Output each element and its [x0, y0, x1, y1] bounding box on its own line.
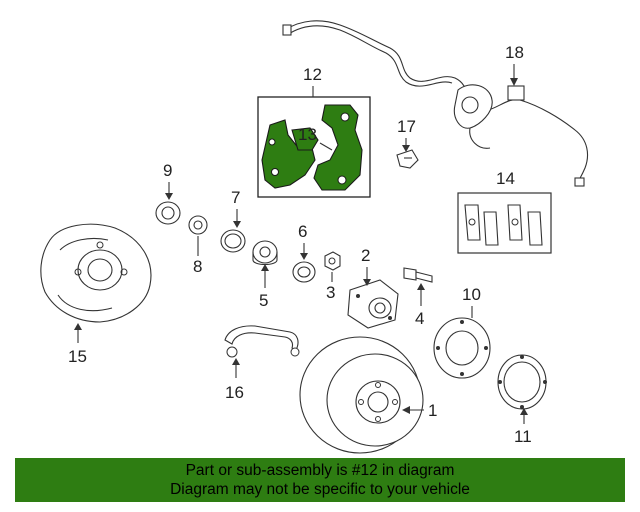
- info-banner: Part or sub-assembly is #12 in diagram D…: [15, 458, 625, 502]
- o-ring-7[interactable]: [220, 229, 246, 253]
- caliper-assembly-box[interactable]: [257, 96, 371, 198]
- callout-17: 17: [397, 117, 416, 152]
- plate-10[interactable]: [433, 317, 491, 379]
- ring-11[interactable]: [497, 354, 547, 410]
- svg-text:7: 7: [231, 188, 240, 207]
- svg-text:9: 9: [163, 161, 172, 180]
- callout-3: 3: [326, 272, 335, 302]
- svg-text:8: 8: [193, 257, 202, 276]
- svg-text:1: 1: [428, 401, 437, 420]
- svg-text:4: 4: [415, 309, 424, 328]
- svg-text:14: 14: [496, 169, 515, 188]
- callout-12: 12: [303, 65, 322, 97]
- svg-text:12: 12: [303, 65, 322, 84]
- banner-line-1: Part or sub-assembly is #12 in diagram: [185, 462, 455, 479]
- svg-text:13: 13: [298, 125, 317, 144]
- nut-3[interactable]: [324, 251, 341, 271]
- svg-text:6: 6: [298, 222, 307, 241]
- brake-pads-box[interactable]: [457, 192, 552, 254]
- bearing-5[interactable]: [252, 240, 278, 266]
- hub-2[interactable]: [347, 279, 399, 329]
- bracket-16[interactable]: [224, 325, 300, 358]
- callout-13: 13: [298, 125, 333, 151]
- banner-line-2: Diagram may not be specific to your vehi…: [170, 481, 470, 498]
- callout-18: 18: [505, 43, 524, 86]
- callout-5: 5: [259, 264, 269, 310]
- backing-plate-15[interactable]: [40, 223, 152, 323]
- svg-text:10: 10: [462, 285, 481, 304]
- callout-10: 10: [462, 285, 481, 318]
- callout-7: 7: [231, 188, 241, 228]
- callout-8: 8: [193, 236, 202, 276]
- svg-text:3: 3: [326, 283, 335, 302]
- svg-text:2: 2: [361, 246, 370, 265]
- svg-text:11: 11: [514, 427, 532, 446]
- callout-11: 11: [514, 408, 532, 446]
- svg-text:16: 16: [225, 383, 244, 402]
- svg-text:17: 17: [397, 117, 416, 136]
- svg-text:15: 15: [68, 347, 87, 366]
- brake-rotor-1[interactable]: [299, 336, 424, 454]
- abs-sensor-wire[interactable]: [282, 20, 589, 187]
- seal-8[interactable]: [188, 215, 208, 235]
- svg-text:18: 18: [505, 43, 524, 62]
- callout-14: 14: [496, 169, 515, 188]
- callout-6: 6: [298, 222, 308, 260]
- callout-2: 2: [361, 246, 371, 286]
- bleeder-fitting[interactable]: [396, 149, 419, 169]
- callout-9: 9: [163, 161, 173, 200]
- callout-16: 16: [225, 358, 244, 402]
- bolt-4[interactable]: [403, 267, 433, 283]
- callout-1: 1: [402, 401, 437, 420]
- callout-15: 15: [68, 323, 87, 366]
- svg-text:5: 5: [259, 291, 268, 310]
- seal-9[interactable]: [155, 201, 181, 225]
- parts-diagram: 18 12 13 17: [40, 20, 589, 454]
- ring-6[interactable]: [292, 261, 316, 283]
- callout-4: 4: [415, 283, 425, 328]
